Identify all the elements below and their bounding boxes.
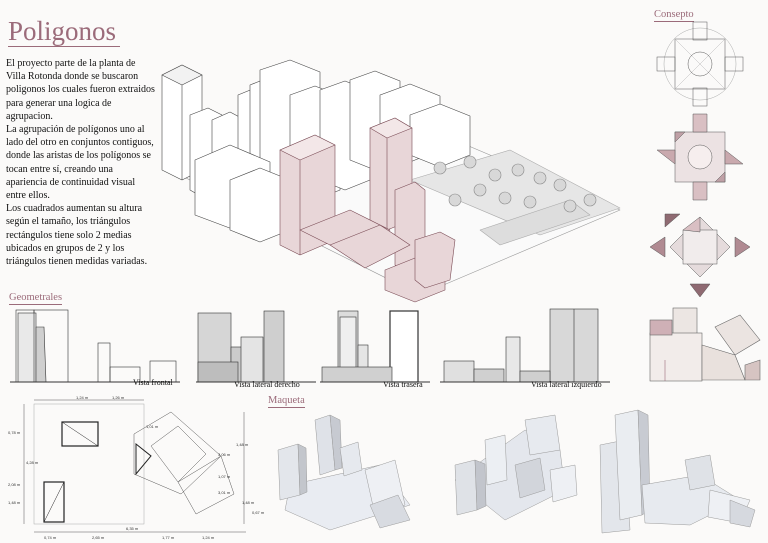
page-title: Poligonos bbox=[8, 16, 121, 47]
dim-right-b: 3,06 m bbox=[218, 452, 231, 457]
dim-bottom-c: 1,77 m bbox=[162, 535, 175, 540]
model-photo-3 bbox=[599, 409, 756, 534]
elevation-right bbox=[196, 310, 316, 383]
dim-right-a: 1,48 m bbox=[236, 442, 249, 447]
dimensioned-plan: 1,24 m 1,26 m 0,78 m 4,28 m 2,08 m 1,48 … bbox=[8, 395, 265, 540]
front-view-caption: Vista frontal bbox=[133, 378, 173, 387]
dim-diag: 1,01 m bbox=[146, 424, 159, 429]
elevation-front bbox=[10, 309, 180, 383]
dim-right-c: 1,07 m bbox=[218, 474, 231, 479]
maqueta-label: Maqueta bbox=[268, 395, 305, 408]
dim-left-d: 1,48 m bbox=[8, 500, 21, 505]
dim-left-c: 2,08 m bbox=[8, 482, 21, 487]
concept-axonometric bbox=[649, 307, 761, 382]
model-photo-2 bbox=[454, 414, 578, 521]
dim-bottom-b: 2,65 m bbox=[92, 535, 105, 540]
dim-right-d: 3,01 m bbox=[218, 490, 231, 495]
axonometric-drawing bbox=[161, 59, 621, 303]
intro-text: El proyecto parte de la planta de Villa … bbox=[6, 57, 156, 268]
concept-diagrams bbox=[649, 21, 751, 298]
dim-bottom-d: 1,24 m bbox=[202, 535, 215, 540]
dim-left-a: 0,78 m bbox=[8, 430, 21, 435]
concept-label: Consepto bbox=[654, 9, 694, 22]
dim-right-e: 1,48 m bbox=[242, 500, 255, 505]
dim-left-b: 4,28 m bbox=[26, 460, 39, 465]
back-view-caption: Vista trasera bbox=[383, 380, 423, 389]
dim-bottom-a: 0,74 m bbox=[44, 535, 57, 540]
dim-top-a: 1,24 m bbox=[76, 395, 89, 400]
elevation-back bbox=[320, 310, 430, 383]
dim-top-b: 1,26 m bbox=[112, 395, 125, 400]
intro-paragraph-3: Los cuadrados aumentan su altura según e… bbox=[6, 203, 148, 268]
intro-paragraph-2: La agrupación de polígonos uno al lado d… bbox=[6, 124, 154, 202]
model-photo-1 bbox=[277, 414, 411, 531]
right-view-caption: Vista lateral derecho bbox=[234, 380, 300, 389]
left-view-caption: Vista lateral izquierdo bbox=[531, 380, 602, 389]
intro-paragraph-1: El proyecto parte de la planta de Villa … bbox=[6, 58, 155, 122]
geometrales-label: Geometrales bbox=[9, 292, 63, 305]
dim-bottom-total: 6,35 m bbox=[126, 526, 139, 531]
dim-right-f: 0,67 m bbox=[252, 510, 265, 515]
elevation-left bbox=[440, 308, 610, 383]
